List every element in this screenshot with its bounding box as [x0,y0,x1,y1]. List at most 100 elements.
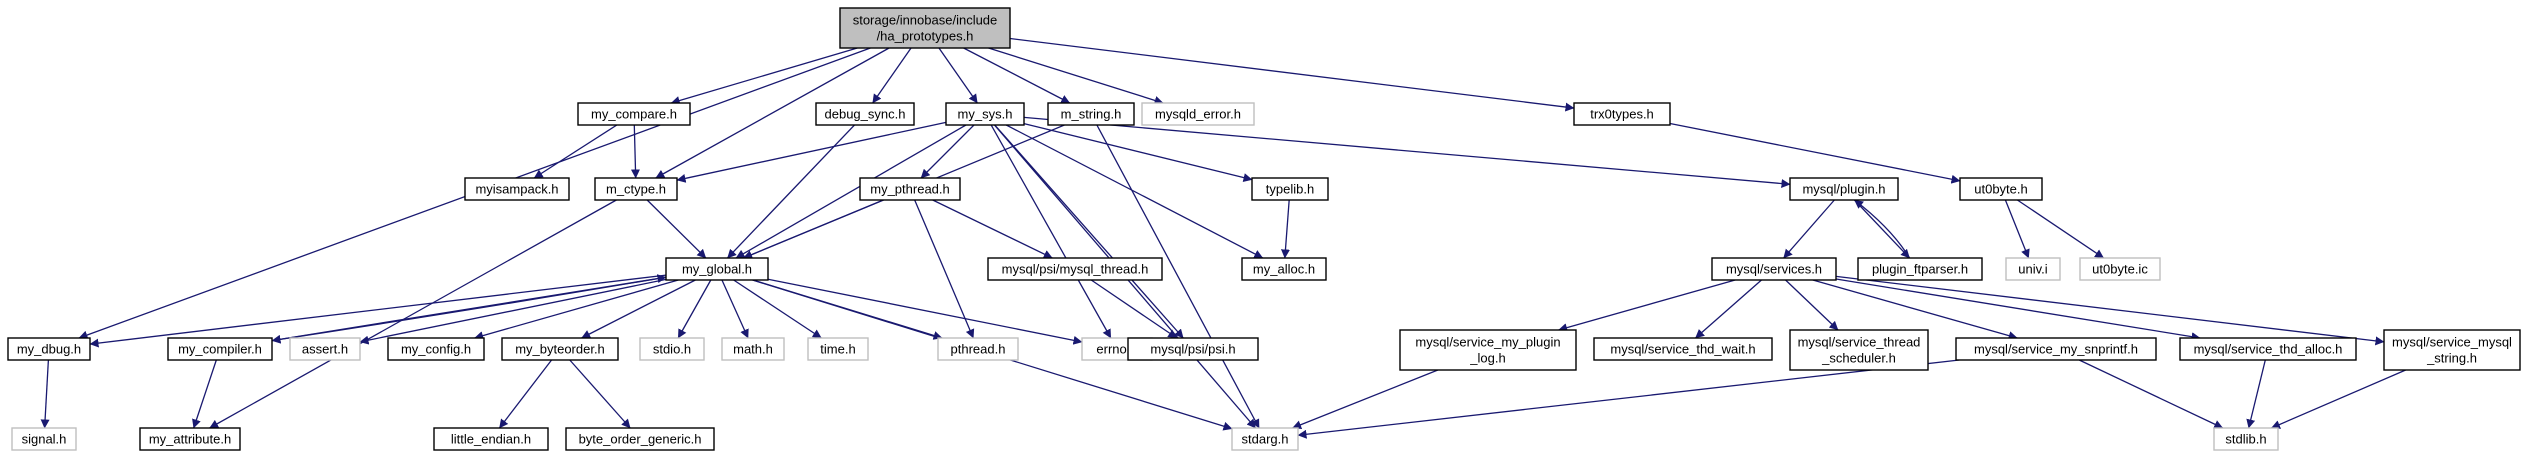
edge-my_byteorder-to-byte_order_generic [569,359,631,429]
node-label: debug_sync.h [825,107,906,122]
edge-ha_prototypes-to-debug_sync [872,47,912,104]
node-my-sys[interactable]: my_sys.h [945,102,1025,126]
node-box [1789,329,1929,371]
edge-my_global-to-errno_h [767,278,1083,345]
node-label: my_pthread.h [870,182,950,197]
edge-typelib-to-my_alloc [1280,199,1290,259]
node-psi-psi[interactable]: mysql/psi/psi.h [1127,337,1259,361]
node-box [11,427,77,451]
node-label: mysql/psi/psi.h [1150,342,1235,357]
edge-svc_snprintf-to-stdarg_h [1297,359,1960,439]
node-typelib[interactable]: typelib.h [1251,177,1329,201]
node-math-h: math.h [721,337,785,361]
node-label: my_dbug.h [17,342,81,357]
node-m-string[interactable]: m_string.h [1047,102,1135,126]
node-my-byteorder[interactable]: my_byteorder.h [501,337,619,361]
node-box [1241,257,1327,281]
node-stdlib-h: stdlib.h [2213,427,2279,451]
node-box [577,102,691,126]
node-debug-sync[interactable]: debug_sync.h [815,102,915,126]
node-label: signal.h [22,432,67,447]
node-svc-mysql-string[interactable]: mysql/service_mysql_string.h [2383,329,2521,371]
node-svc-snprintf[interactable]: mysql/service_my_snprintf.h [1955,337,2157,361]
node-trx0types[interactable]: trx0types.h [1573,102,1671,126]
node-label: ut0byte.ic [2092,262,2148,277]
edge-debug_sync-to-my_global [727,124,855,259]
node-my-compare[interactable]: my_compare.h [577,102,691,126]
edge-my_sys-to-my_global [735,124,967,259]
node-ut0byte-h[interactable]: ut0byte.h [1959,177,2043,201]
edge-my_global-to-my_dbug [89,274,667,348]
edge-plugin-to-plugin_ftparser [1853,199,1911,259]
node-label: byte_order_generic.h [579,432,702,447]
node-box [721,337,785,361]
node-label: my_config.h [401,342,471,357]
node-my-dbug[interactable]: my_dbug.h [7,337,91,361]
edge-svc_snprintf-to-stdlib_h [2078,359,2224,429]
node-svc-thd-alloc[interactable]: mysql/service_thd_alloc.h [2179,337,2357,361]
node-svc-thread-sched[interactable]: mysql/service_thread_scheduler.h [1789,329,1929,371]
node-label: my_attribute.h [149,432,231,447]
node-my-pthread[interactable]: my_pthread.h [859,177,961,201]
node-label: little_endian.h [451,432,531,447]
edge-my_dbug-to-signal_h [40,359,50,429]
edge-ha_prototypes-to-mysqld_error [988,47,1164,105]
edge-my_sys-to-plugin [1023,116,1791,189]
node-label: mysql/service_my_plugin [1415,335,1560,350]
node-box [2213,427,2279,451]
node-box [139,427,241,451]
node-label: typelib.h [1266,182,1314,197]
node-label: ut0byte.h [1974,182,2028,197]
node-my-compiler[interactable]: my_compiler.h [167,337,273,361]
node-myisampack[interactable]: myisampack.h [464,177,570,201]
node-label: m_ctype.h [606,182,666,197]
edge-services-to-svc_snprintf [1812,279,2018,340]
node-label: stdarg.h [1242,432,1289,447]
edge-plugin_ftparser-to-plugin [1854,199,1911,259]
edges-layer [40,37,2406,439]
node-label: assert.h [302,342,348,357]
edge-m_string-to-stdarg_h [1096,124,1260,429]
node-ha-prototypes[interactable]: storage/innobase/include/ha_prototypes.h [839,7,1011,49]
node-box [1047,102,1135,126]
node-box [2079,257,2161,281]
node-label: mysql/service_thd_wait.h [1610,342,1755,357]
node-label: /ha_prototypes.h [877,29,974,44]
node-label: my_global.h [682,262,752,277]
node-my-global[interactable]: my_global.h [665,257,769,281]
node-box [1955,337,2157,361]
node-plugin[interactable]: mysql/plugin.h [1789,177,1899,201]
edge-svc_plugin_log-to-stdarg_h [1292,369,1439,430]
node-box [815,102,915,126]
node-byte-order-generic[interactable]: byte_order_generic.h [565,427,715,451]
edge-services-to-svc_thd_wait [1695,279,1762,339]
node-box [1127,337,1259,361]
node-univ-i: univ.i [2005,257,2061,281]
node-ut0byte-ic: ut0byte.ic [2079,257,2161,281]
node-my-alloc[interactable]: my_alloc.h [1241,257,1327,281]
edge-my_sys-to-psi_psi [994,124,1184,339]
node-label: _log.h [1469,351,1505,366]
node-services[interactable]: mysql/services.h [1711,257,1837,281]
node-svc-plugin-log[interactable]: mysql/service_my_plugin_log.h [1399,329,1577,371]
node-box [594,177,678,201]
edge-my_pthread-to-my_global [743,199,884,259]
node-svc-thd-wait[interactable]: mysql/service_thd_wait.h [1593,337,1773,361]
edge-my_byteorder-to-little_endian [498,359,553,429]
node-m-ctype[interactable]: m_ctype.h [594,177,678,201]
node-plugin-ftparser[interactable]: plugin_ftparser.h [1857,257,1983,281]
node-box [665,257,769,281]
node-psi-mysql-thread[interactable]: mysql/psi/mysql_thread.h [987,257,1163,281]
node-my-config[interactable]: my_config.h [387,337,485,361]
node-box [1399,329,1577,371]
edge-my_pthread-to-pthread_h [914,199,975,339]
node-little-endian[interactable]: little_endian.h [433,427,549,451]
node-time-h: time.h [807,337,869,361]
edge-my_global-to-assert_h [359,278,667,345]
edge-ha_prototypes-to-my_sys [938,47,978,104]
node-label: mysql/plugin.h [1802,182,1885,197]
node-box [1231,427,1299,451]
node-my-attribute[interactable]: my_attribute.h [139,427,241,451]
node-box [464,177,570,201]
edge-my_global-to-my_byteorder [581,279,696,339]
